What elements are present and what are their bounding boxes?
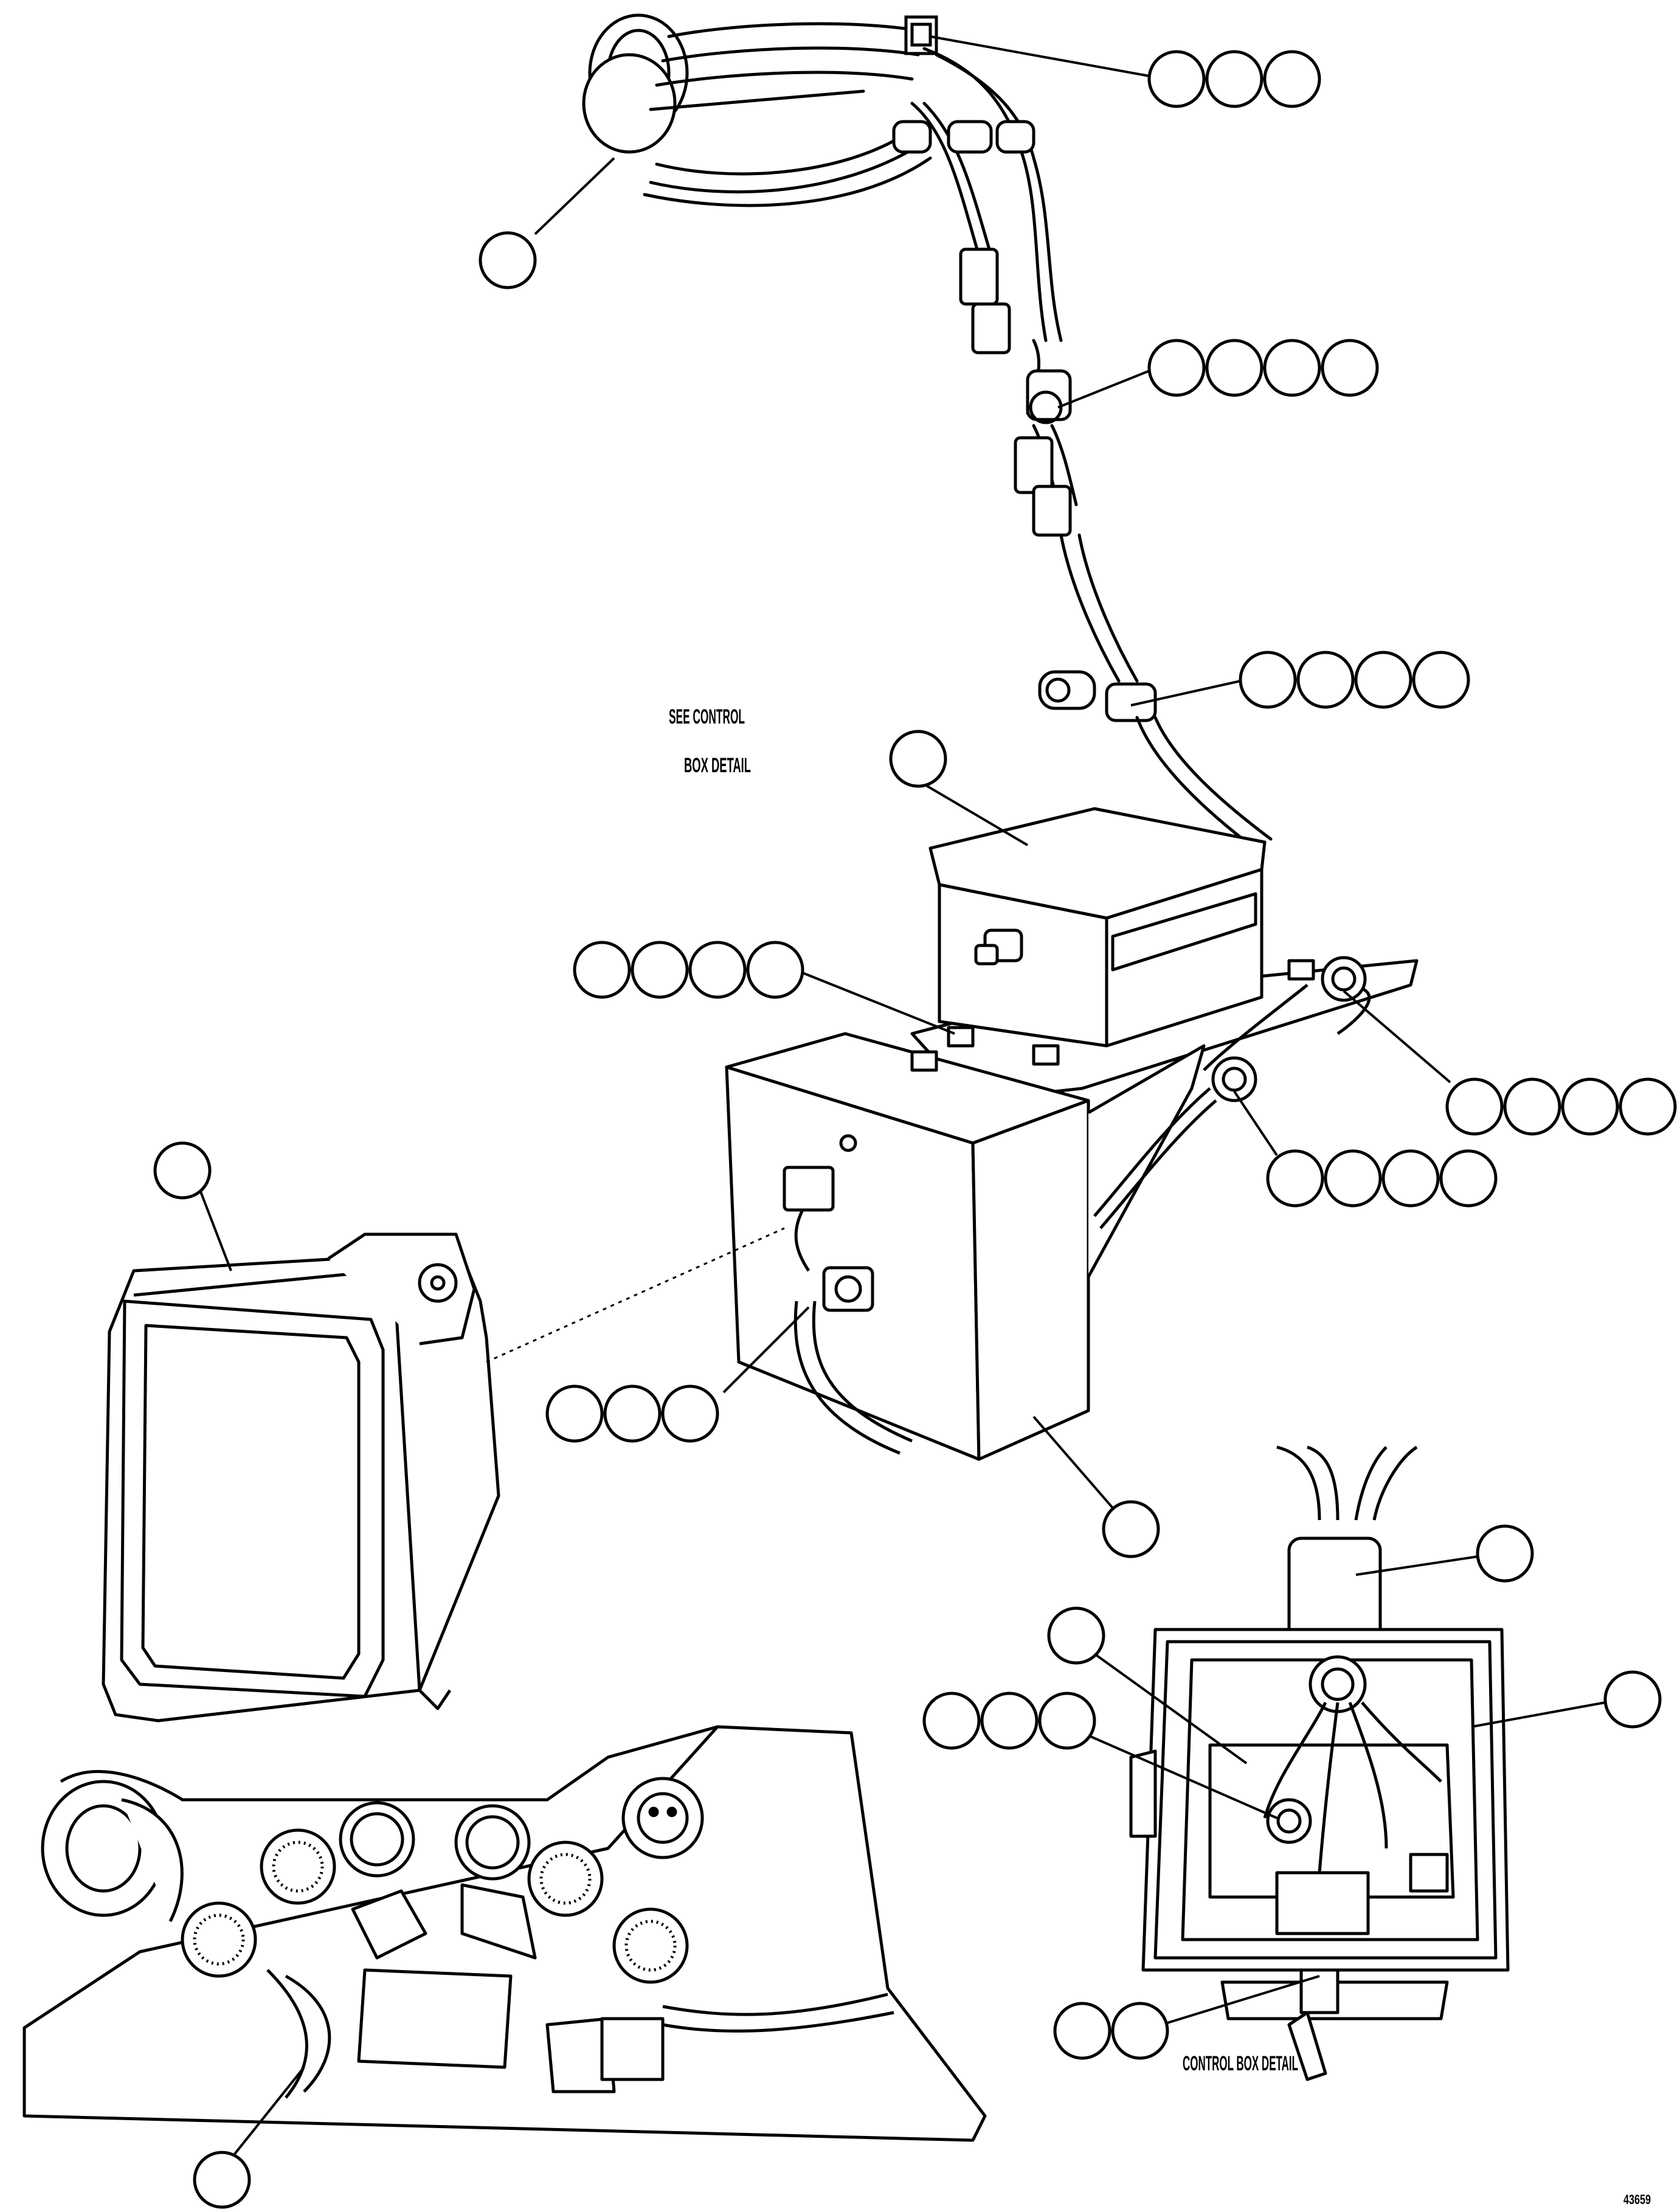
callout-balloon-harness-bottom [193, 2151, 251, 2209]
callout-balloon-group-box-grommet [545, 1384, 719, 1443]
callout-balloon-group-top-connector [1147, 50, 1321, 108]
callout-balloons [153, 50, 1677, 2209]
callout-balloon-group-right-grommet-upper [1445, 1077, 1677, 1136]
callout-balloon-group-upper-clamp [1147, 339, 1379, 397]
callout-balloon-group-box-bolt [573, 941, 804, 999]
callout-balloon-control-box [889, 730, 947, 788]
control-box-detail [1129, 1445, 1510, 2081]
leader-lines [199, 35, 1606, 2160]
control-box-detail-label: CONTROL BOX DETAIL [1183, 2052, 1298, 2075]
callout-balloon-group-detail-switch [1053, 2002, 1169, 2060]
control-box-assembly [725, 807, 1419, 1461]
see-control-label-line2: BOX DETAIL [684, 754, 751, 777]
wire-harness-top [582, 13, 1273, 853]
work-light [102, 1227, 785, 1723]
callout-balloon-group-mid-clamp [1239, 651, 1470, 709]
figure-number: 43659 [1623, 2192, 1651, 2207]
see-control-label-line1: SEE CONTROL [669, 705, 745, 728]
callout-balloon-top-left [479, 231, 537, 289]
callout-balloon-detail-panel [1047, 1606, 1105, 1665]
callout-balloon-detail-cover [1603, 1670, 1662, 1729]
callout-balloon-mount-box [1102, 1500, 1160, 1558]
callout-balloon-group-detail-switch-nut [922, 1692, 1096, 1750]
callout-balloon-light [153, 1141, 212, 1200]
bulkhead-bracket [22, 1725, 987, 2142]
callout-balloon-detail-boot [1476, 1524, 1534, 1583]
callout-balloon-group-right-grommet-lower [1266, 1149, 1498, 1208]
